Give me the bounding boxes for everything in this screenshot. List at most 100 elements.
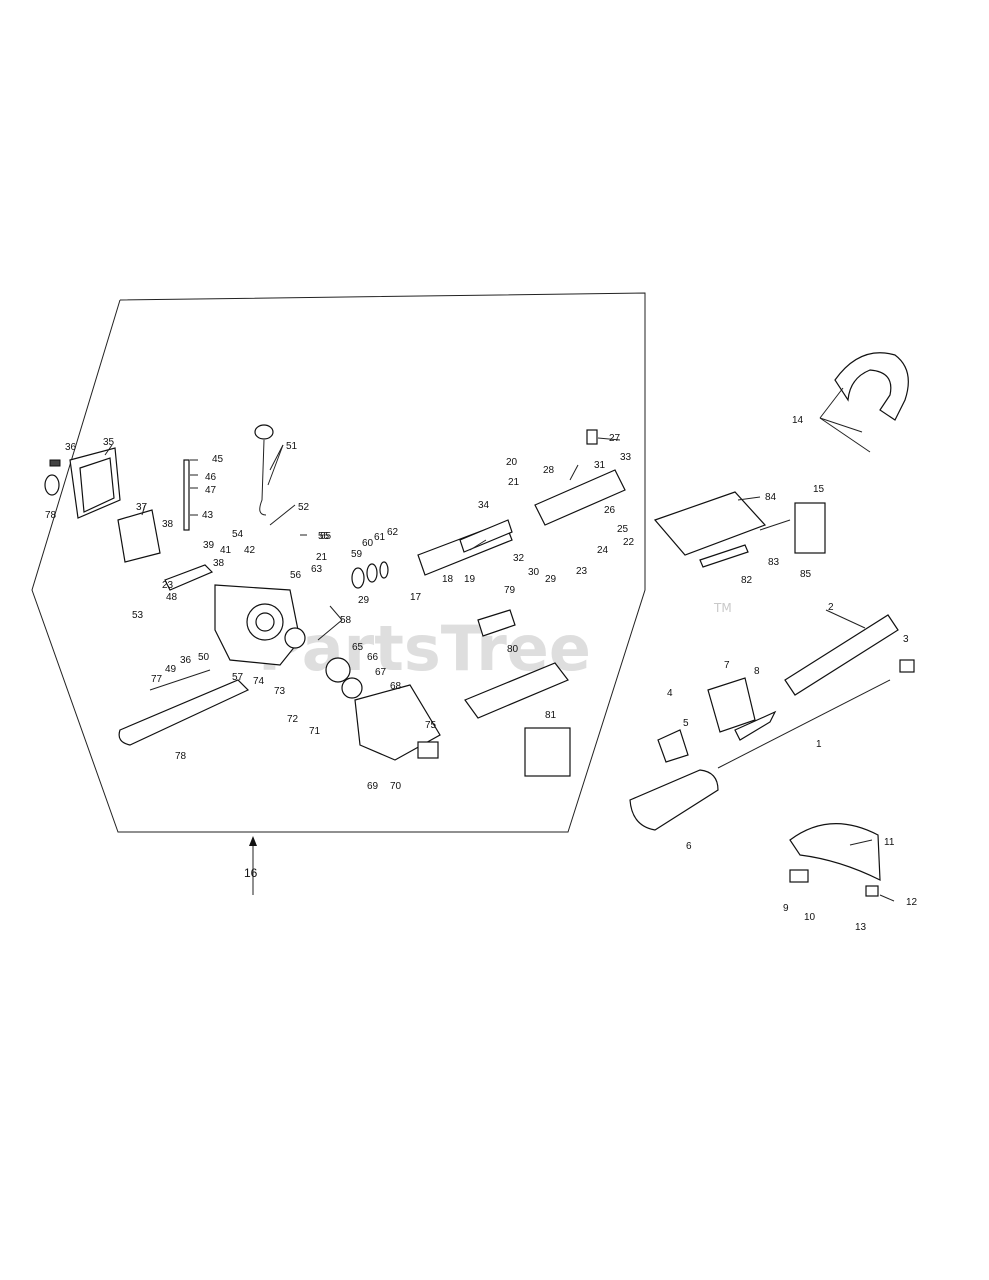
callout-16: 16 [244, 866, 258, 880]
decal-75 [417, 741, 439, 759]
watermark-trademark: TM [713, 601, 732, 615]
handle-14 [834, 352, 909, 421]
callout-18: 18 [442, 574, 454, 585]
callout-65-lower: 65 [352, 642, 364, 653]
callout-78: 78 [175, 751, 187, 762]
oil-cap-27 [586, 429, 598, 445]
callout-79: 79 [504, 585, 516, 596]
callout-7: 7 [724, 660, 730, 671]
callout-57: 57 [232, 672, 244, 683]
screwdriver-82 [699, 544, 749, 568]
throttle-housing-7 [707, 677, 756, 733]
callout-41: 41 [220, 545, 232, 556]
callout-52: 52 [298, 502, 310, 513]
callout-69: 69 [367, 781, 379, 792]
callout-21-lower: 21 [316, 552, 328, 563]
callout-17: 17 [410, 592, 422, 603]
round-gasket [44, 474, 60, 496]
callout-24: 24 [597, 545, 609, 556]
callout-21-upper: 21 [508, 477, 520, 488]
callout-37: 37 [136, 502, 148, 513]
callout-23-left: 23 [162, 580, 174, 591]
callout-5: 5 [683, 718, 689, 729]
callout-10: 10 [804, 912, 816, 923]
callout-33: 33 [620, 452, 632, 463]
stud-43 [183, 459, 190, 531]
assembly-boundary [31, 292, 646, 833]
callout-68: 68 [390, 681, 402, 692]
saw-housing [214, 584, 301, 666]
manual-81 [524, 727, 571, 777]
callout-3: 3 [903, 634, 909, 645]
air-filter-plate [117, 509, 161, 563]
callout-74: 74 [253, 676, 265, 687]
callout-36-top: 36 [65, 442, 77, 453]
instruction-sheet-85 [794, 502, 826, 554]
callout-13: 13 [855, 922, 867, 933]
callout-83: 83 [768, 557, 780, 568]
callout-34: 34 [478, 500, 490, 511]
callout-31: 31 [594, 460, 606, 471]
callout-26: 26 [604, 505, 616, 516]
callout-55-upper: 55 [318, 531, 330, 542]
callout-9: 9 [783, 903, 789, 914]
trigger-8 [734, 710, 777, 741]
callout-72: 72 [287, 714, 299, 725]
callout-60: 60 [362, 538, 374, 549]
decal-sheet-84 [653, 491, 767, 556]
callout-63: 63 [311, 564, 323, 575]
callout-15: 15 [813, 484, 825, 495]
callout-61: 61 [374, 532, 386, 543]
callout-labels: 1 2 3 4 5 6 7 8 9 10 11 12 13 14 15 16 1… [45, 415, 918, 933]
pin-12 [865, 885, 879, 897]
callout-84: 84 [765, 492, 777, 503]
guard-11 [789, 823, 881, 881]
callout-12: 12 [906, 897, 918, 908]
wrench-79 [477, 609, 516, 637]
group-arrow-head [249, 836, 257, 846]
callout-36-bottom: 36 [180, 655, 192, 666]
callout-62: 62 [387, 527, 399, 538]
callout-42: 42 [244, 545, 256, 556]
callout-45: 45 [212, 454, 224, 465]
callout-43: 43 [202, 510, 214, 521]
engine-cover [69, 447, 121, 519]
saw-chain-77 [149, 669, 211, 691]
callout-71: 71 [309, 726, 321, 737]
callout-4: 4 [667, 688, 673, 699]
callout-85: 85 [800, 569, 812, 580]
callout-77: 77 [151, 674, 163, 685]
callout-32: 32 [513, 553, 525, 564]
callout-70: 70 [390, 781, 402, 792]
coupling-34 [459, 519, 513, 553]
throttle-link [164, 564, 214, 591]
callout-54: 54 [232, 529, 244, 540]
callout-47: 47 [205, 485, 217, 496]
bolt-44 [49, 459, 61, 467]
end-cap-3 [899, 659, 915, 673]
clamp-4 [657, 729, 689, 763]
callout-19: 19 [464, 574, 476, 585]
chain-bar-78 [118, 679, 250, 746]
callout-59: 59 [351, 549, 363, 560]
bearing-stack [351, 561, 389, 589]
callout-29-left: 29 [358, 595, 370, 606]
callout-11: 11 [884, 837, 895, 848]
callout-65-upper: 65 [320, 531, 332, 542]
callout-66: 66 [367, 652, 379, 663]
callout-6: 6 [686, 841, 692, 852]
callout-49: 49 [165, 664, 177, 675]
bar-tool-83 [759, 519, 791, 531]
callout-82: 82 [741, 575, 753, 586]
callout-75: 75 [425, 720, 437, 731]
bar-cover-80 [464, 662, 569, 719]
chain-cord-51 [259, 439, 267, 516]
callout-20: 20 [506, 457, 518, 468]
callout-8: 8 [754, 666, 760, 677]
callout-30: 30 [528, 567, 540, 578]
gear-head-33 [534, 469, 626, 526]
plate-9 [789, 869, 809, 883]
callout-39: 39 [203, 540, 215, 551]
callout-28: 28 [543, 465, 555, 476]
